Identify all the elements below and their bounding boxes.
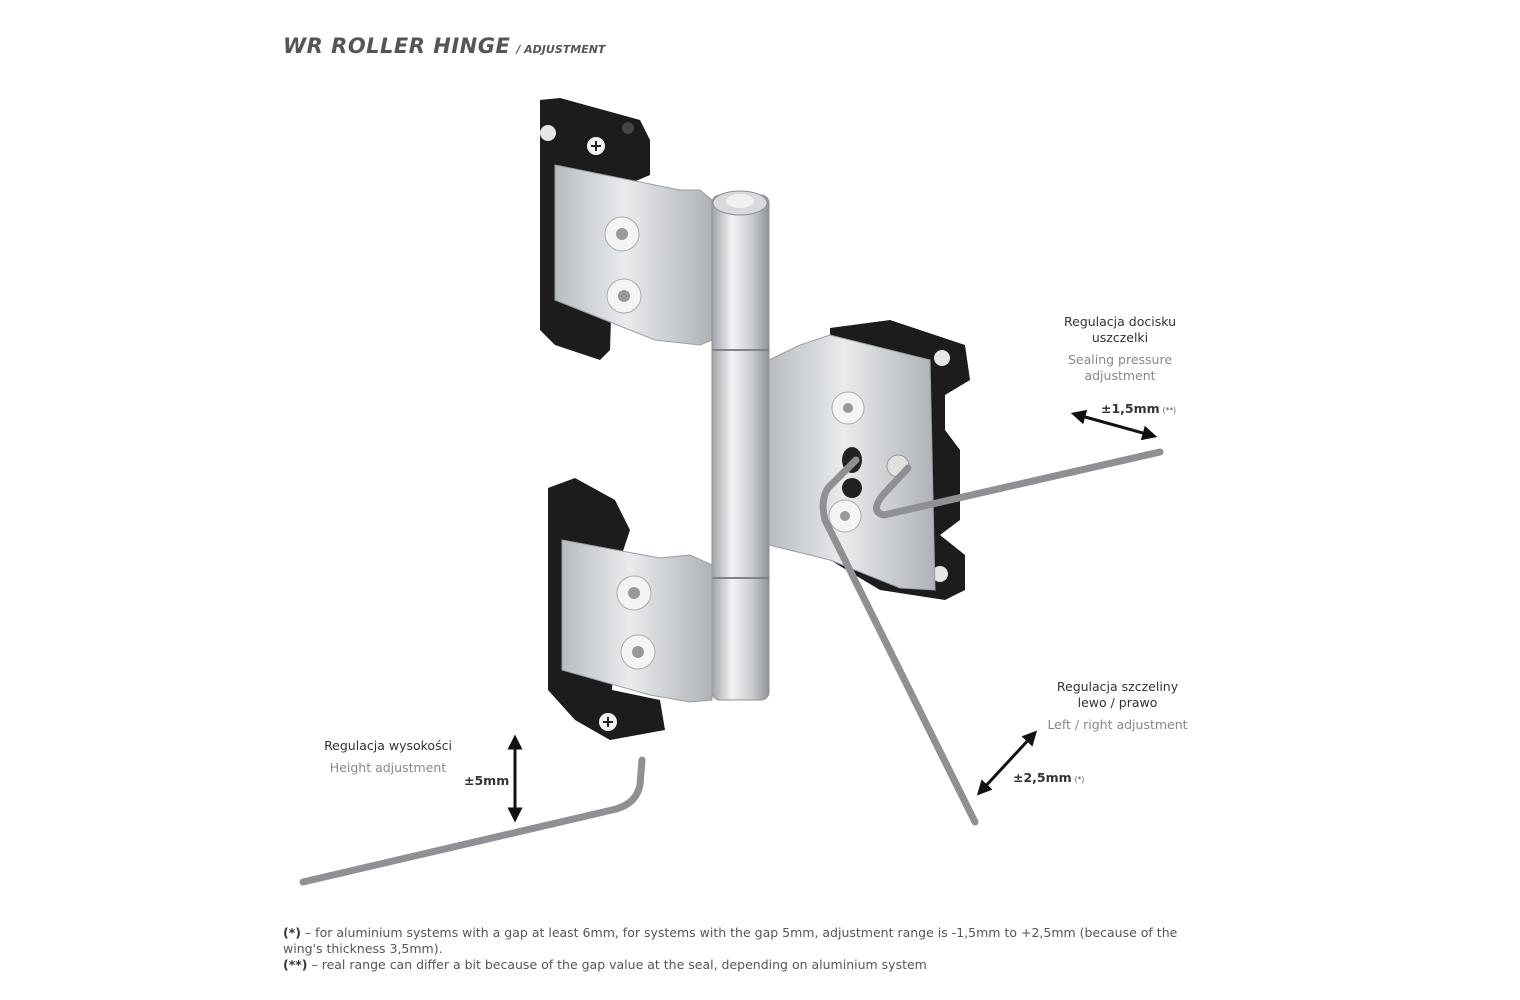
- sealing-range-value: ±1,5mm: [1101, 401, 1160, 416]
- left-right-label-en: Left / right adjustment: [1047, 717, 1188, 732]
- left-right-range-note: (*): [1074, 775, 1085, 784]
- height-range: ±5mm: [464, 773, 509, 788]
- left-right-range-value: ±2,5mm: [1013, 770, 1072, 785]
- lower-aluminium-leaf: [561, 539, 713, 703]
- height-range-value: ±5mm: [464, 773, 510, 788]
- left-right-label-pl: Regulacja szczeliny lewo / prawo: [1056, 679, 1179, 710]
- footnote-1-marker: (*): [283, 925, 301, 940]
- arrow-left-right: [976, 730, 1038, 796]
- title-sub: / ADJUSTMENT: [516, 43, 606, 56]
- title-main: WR ROLLER HINGE: [283, 34, 511, 58]
- footnote-2-text: – real range can differ a bit because of…: [311, 957, 927, 972]
- allen-key-sealing: [873, 448, 1164, 519]
- sealing-label-en: Sealing pressure adjustment: [1067, 352, 1173, 383]
- footnote-2: (**) – real range can differ a bit becau…: [283, 957, 1183, 973]
- footnote-1-text: – for aluminium systems with a gap at le…: [283, 925, 1178, 956]
- hinge-barrel: [711, 190, 770, 701]
- footnotes: (*) – for aluminium systems with a gap a…: [283, 925, 1183, 973]
- footnote-2-marker: (**): [283, 957, 308, 972]
- height-label-pl: Regulacja wysokości: [324, 738, 452, 753]
- left-right-adjustment-label: Regulacja szczeliny lewo / prawo Left / …: [1045, 679, 1190, 733]
- sealing-range-note: (**): [1162, 406, 1177, 415]
- left-right-range: ±2,5mm(*): [1013, 770, 1084, 785]
- upper-aluminium-leaf: [554, 164, 713, 346]
- allen-key-height: [299, 756, 646, 886]
- sealing-range: ±1,5mm(**): [1101, 401, 1176, 416]
- sealing-label-pl: Regulacja docisku uszczelki: [1064, 314, 1176, 345]
- allen-key-left-right: [819, 456, 979, 826]
- sealing-adjustment-label: Regulacja docisku uszczelki Sealing pres…: [1050, 314, 1190, 384]
- footnote-1: (*) – for aluminium systems with a gap a…: [283, 925, 1183, 957]
- height-label-en: Height adjustment: [329, 760, 447, 775]
- height-adjustment-label: Regulacja wysokości Height adjustment: [318, 738, 458, 776]
- diagram-title: WR ROLLER HINGE / ADJUSTMENT: [283, 34, 605, 58]
- arrow-sealing: [1070, 409, 1158, 441]
